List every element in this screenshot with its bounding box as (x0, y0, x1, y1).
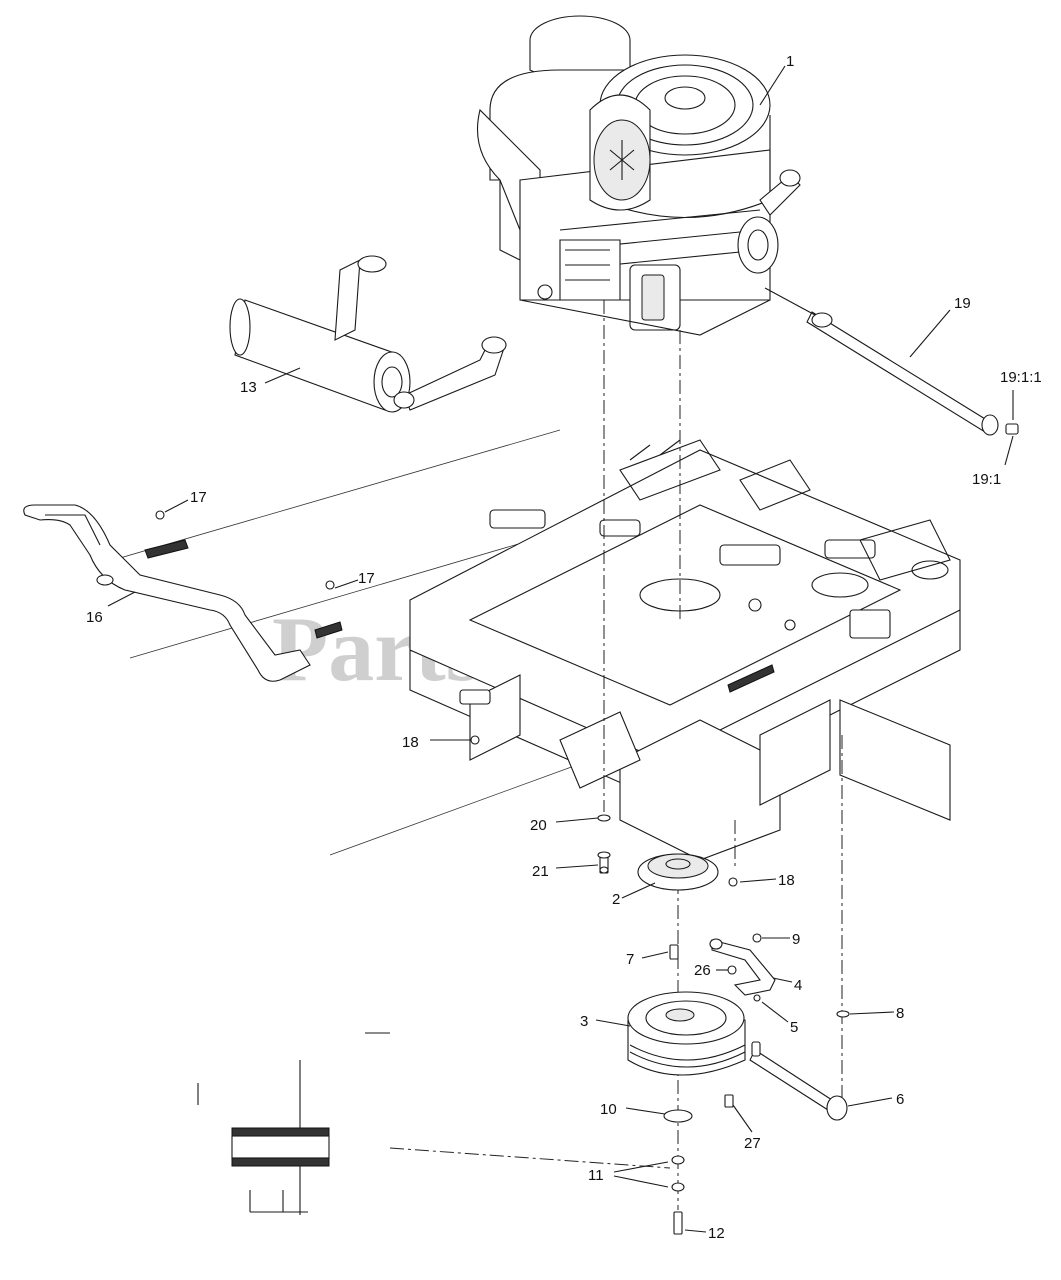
callout-18-left: 18 (402, 734, 419, 751)
callout-3: 3 (580, 1013, 588, 1030)
callout-18-right: 18 (778, 872, 795, 889)
engine (476, 15, 801, 336)
callout-12: 12 (708, 1225, 725, 1242)
callout-17-lower: 17 (358, 570, 375, 587)
callout-19-1-1: 19:1:1 (1000, 369, 1042, 386)
callout-10: 10 (600, 1101, 617, 1118)
tension-rod (749, 1041, 848, 1121)
callout-27: 27 (744, 1135, 761, 1152)
muffler (229, 255, 507, 413)
callout-19-1: 19:1 (972, 471, 1001, 488)
callout-26: 26 (694, 962, 711, 979)
callout-20: 20 (530, 817, 547, 834)
mower-frame (409, 439, 961, 861)
callout-1: 1 (786, 53, 794, 70)
callout-19: 19 (954, 295, 971, 312)
callout-11: 11 (588, 1167, 604, 1184)
clutch-bracket (709, 938, 776, 996)
hardware (155, 510, 850, 1235)
fuel-line (764, 287, 1019, 436)
callout-8: 8 (896, 1005, 904, 1022)
detail-inset (197, 1032, 390, 1215)
callout-6: 6 (896, 1091, 904, 1108)
alignment-lines (389, 300, 843, 1210)
callout-16: 16 (86, 609, 103, 626)
callout-7: 7 (626, 951, 634, 968)
callout-13: 13 (240, 379, 257, 396)
callout-4: 4 (794, 977, 802, 994)
callout-17-upper: 17 (190, 489, 207, 506)
leader-lines (107, 65, 1014, 1233)
callout-labels: 1 2 3 4 5 6 7 8 9 10 11 12 13 16 17 17 1… (86, 53, 1042, 1242)
callout-5: 5 (790, 1019, 798, 1036)
electric-clutch (627, 991, 746, 1076)
callout-2: 2 (612, 891, 620, 908)
control-handle (23, 504, 343, 682)
callout-9: 9 (792, 931, 800, 948)
callout-21: 21 (532, 863, 549, 880)
pulley (637, 853, 719, 891)
